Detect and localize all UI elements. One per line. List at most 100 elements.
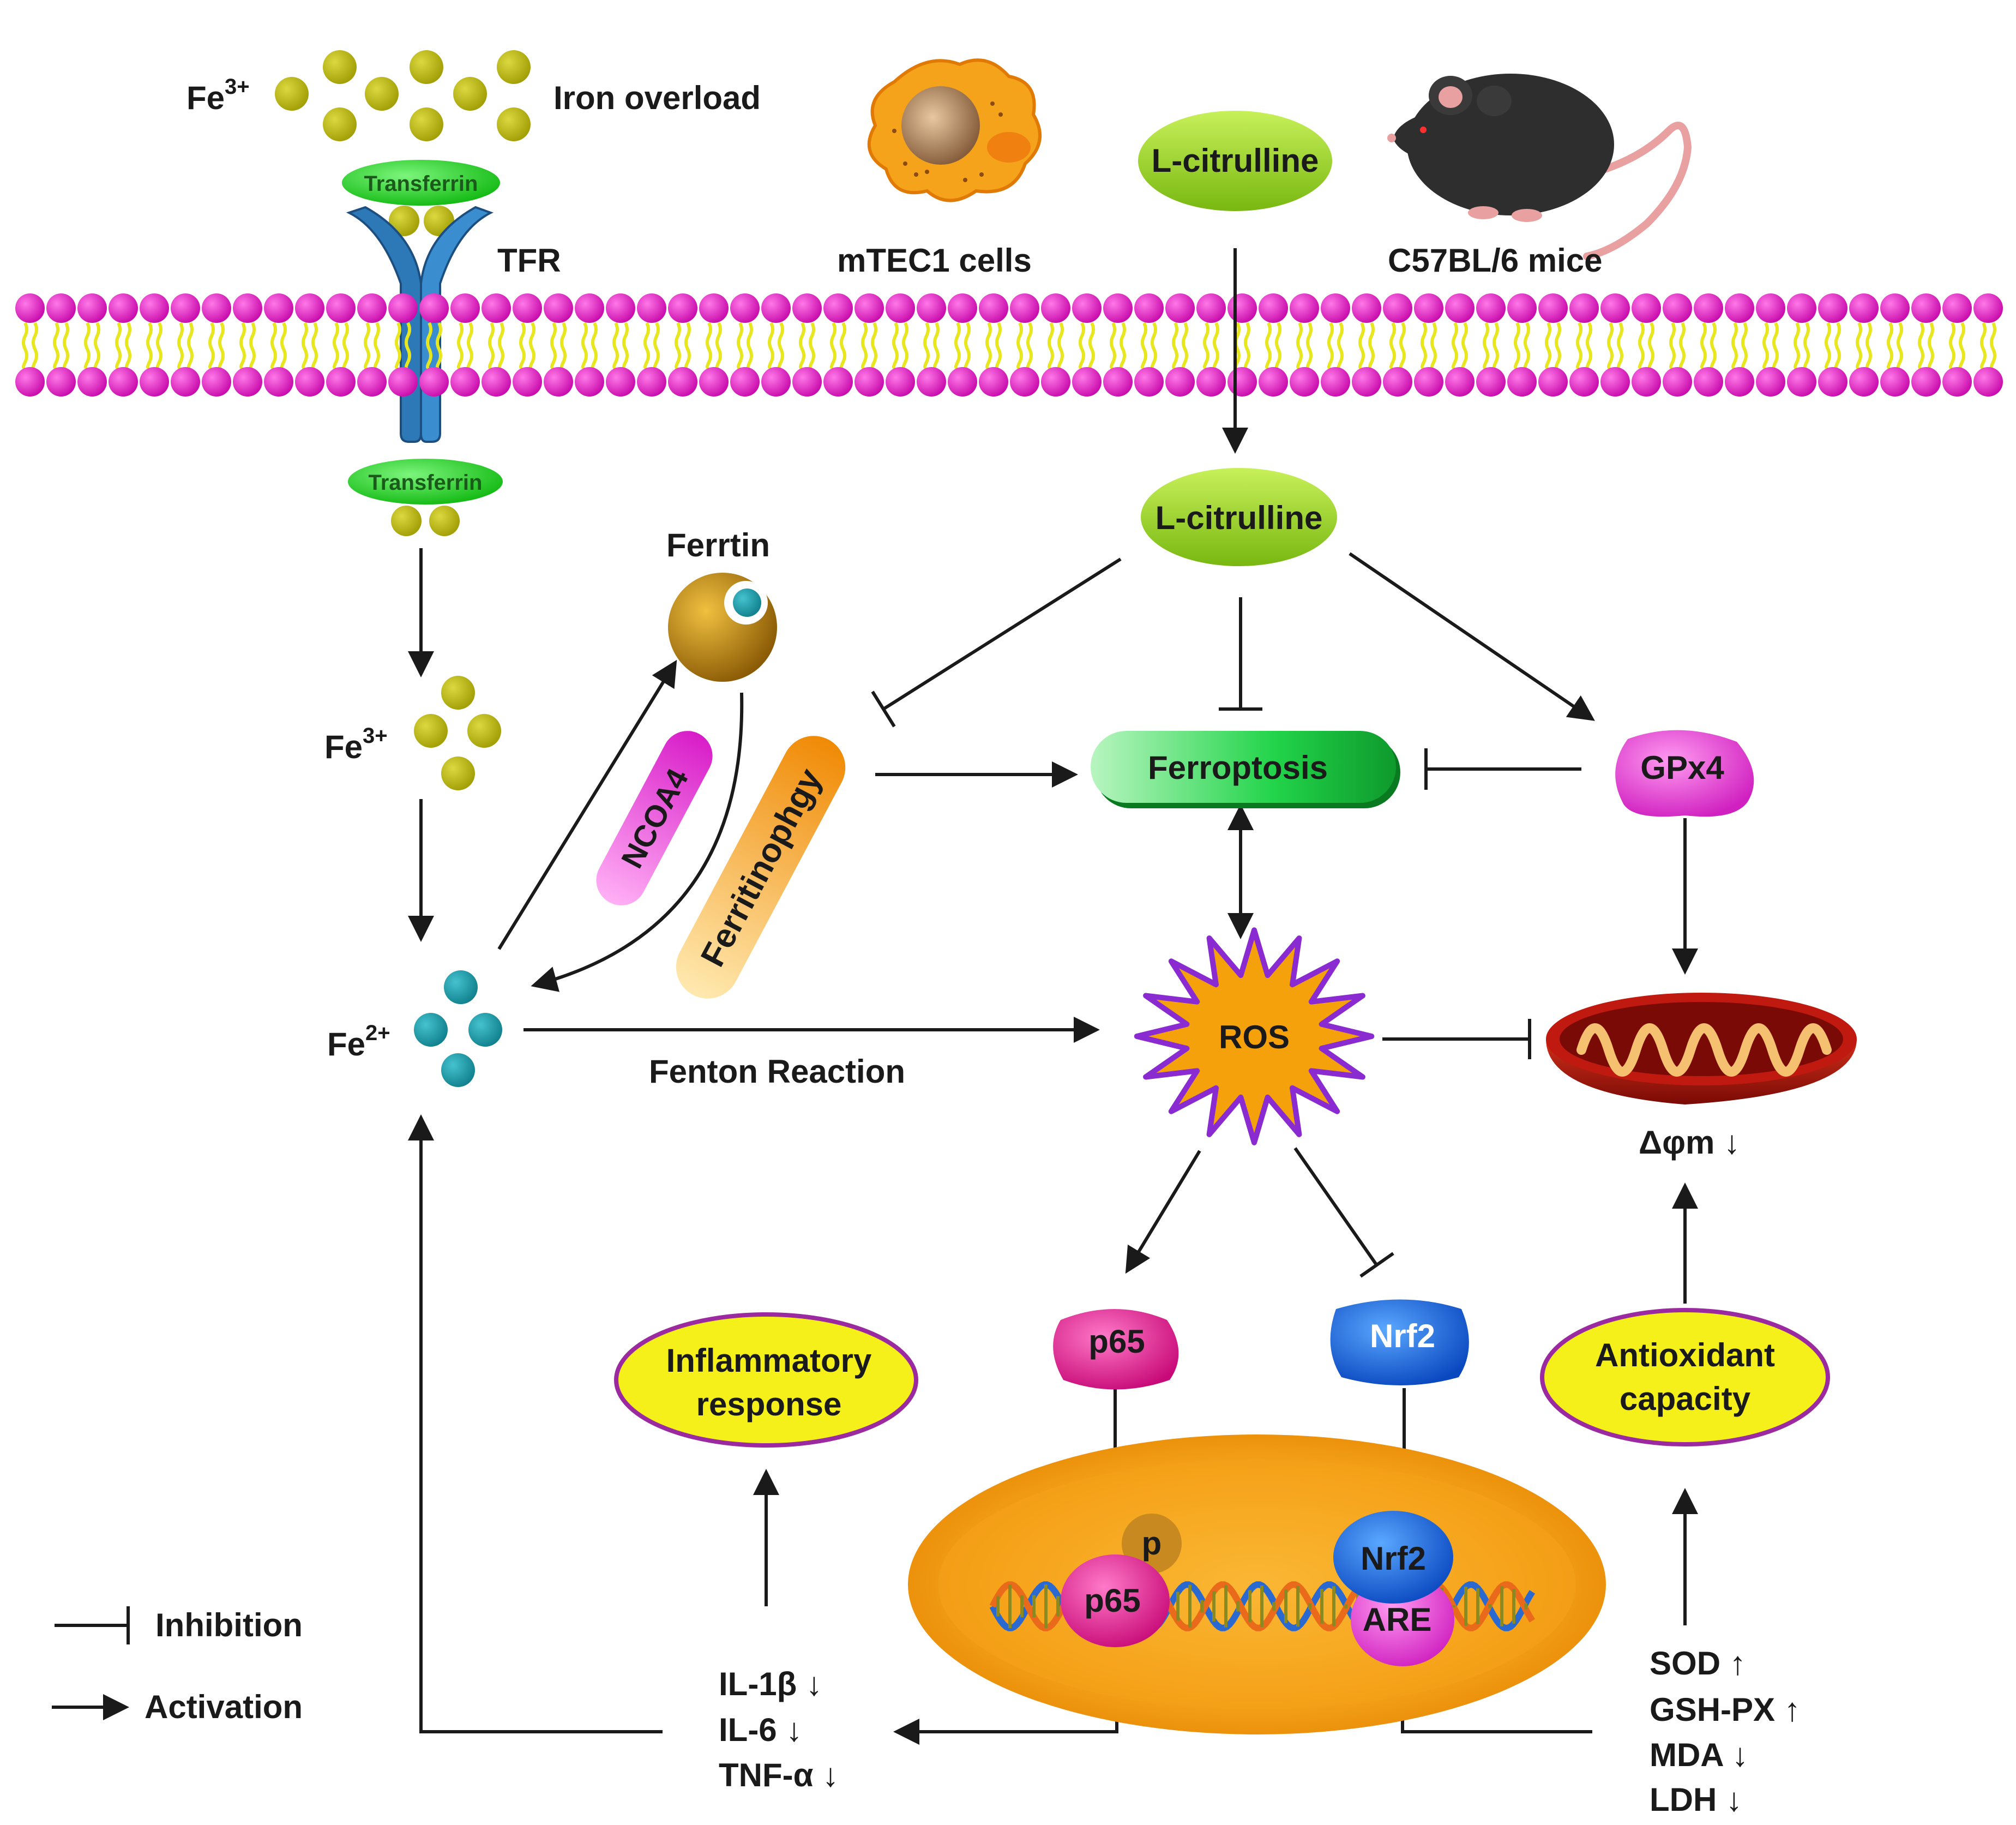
lipid-head [1973,293,2003,323]
tfr-label: TFR [497,242,561,279]
lipid-tail [1887,322,1893,370]
lipid-head [1103,367,1133,397]
lipid-head [1290,293,1319,323]
lipid-head [1196,367,1226,397]
lipid-tail [1452,322,1458,370]
lipid-tail [156,322,163,370]
lipid-head [823,367,853,397]
lipid-tail [1762,322,1769,370]
lipid-head [854,293,884,323]
antioxidant-label-line1: Antioxidant [1595,1337,1775,1373]
lipid-tail [809,322,815,370]
lipid-head [917,293,946,323]
lipid-tail [1430,322,1437,370]
lipid-head [482,293,511,323]
legend-inhibition-label: Inhibition [155,1607,303,1643]
lipid-head [171,367,200,397]
fe3-mid-particles [414,676,501,790]
lipid-head [388,367,418,397]
lipid-tail [1026,322,1033,370]
lipid-head [948,293,977,323]
transferrin-bound-iron-bottom [391,506,460,536]
lipid-head [1321,293,1350,323]
lipid-head [419,367,449,397]
lipid-tail [22,322,28,370]
lipid-tail [675,322,681,370]
lipid-head [295,367,324,397]
nrf2-node [1330,1299,1469,1385]
lipid-tail [1088,322,1095,370]
lipid-tail [706,322,712,370]
lipid-tail [1772,322,1779,370]
lipid-head [730,367,760,397]
transferrin-bottom [348,459,503,505]
marker-item: GSH-PX ↑ [1650,1691,1801,1728]
ros-label: ROS [1219,1019,1290,1055]
gpx4-label: GPx4 [1640,749,1724,786]
lipid-tail [985,322,992,370]
lipid-head [1600,293,1630,323]
lipid-head [1600,367,1630,397]
lipid-head [15,367,45,397]
lipid-tail [591,322,598,370]
lipid-tail [270,322,277,370]
lipid-head [1383,367,1412,397]
delta-psi-label: Δφm ↓ [1639,1124,1740,1161]
p65-node [1053,1309,1179,1390]
inflammatory-response-node [614,1312,918,1448]
antioxidant-label-line2: capacity [1620,1380,1751,1417]
lipid-tail [467,322,473,370]
lipid-tail [311,322,318,370]
lipid-tail [1834,322,1841,370]
lipid-head [202,367,231,397]
lipid-head [15,293,45,323]
lipid-tail [612,322,619,370]
lipid-tail [1141,322,1147,370]
lipid-head [450,367,480,397]
lipid-tail [1794,322,1800,370]
lipid-tail [239,322,246,370]
lipid-tail [1110,322,1116,370]
lipid-head [1507,293,1537,323]
lipid-tail [1275,322,1281,370]
lipid-tail [871,322,877,370]
lipid-head [1259,367,1288,397]
lipid-tail [954,322,961,370]
lipid-head [544,293,573,323]
lipid-tail [1048,322,1054,370]
lipid-head [575,293,604,323]
lipid-head [1942,367,1972,397]
fe3-top-label: Fe3+ [186,75,250,116]
lipid-head [1134,293,1164,323]
lipid-head [1445,293,1475,323]
lipid-head [450,293,480,323]
lipid-head [1010,367,1039,397]
lipid-head [1196,293,1226,323]
inflammatory-label-line1: Inflammatory [666,1342,872,1379]
lipid-tail [1990,322,1996,370]
svg-text:Fe3+: Fe3+ [186,75,250,116]
oxidative-marker-list: SOD ↑ GSH-PX ↑ MDA ↓ LDH ↓ [1650,1645,1801,1818]
lipid-tail [1856,322,1862,370]
lipid-head [264,367,293,397]
lipid-tail [529,322,535,370]
lipid-head [1134,367,1164,397]
lipid-tail [63,322,69,370]
are-label: ARE [1363,1601,1432,1638]
lipid-head [1290,367,1319,397]
lipid-head [295,293,324,323]
lipid-head [1725,293,1754,323]
lipid-head [792,367,822,397]
lipid-tail [622,322,629,370]
lipid-head [1321,367,1350,397]
lipid-tail [964,322,971,370]
lipid-tail [32,322,38,370]
lipid-tail [1545,322,1551,370]
lipid-head [668,293,697,323]
lipid-head [1041,293,1070,323]
cytokine-list: IL-1β ↓ IL-6 ↓ TNF-α ↓ [719,1666,839,1793]
fe2-label: Fe2+ [327,1021,390,1062]
lipid-head [1756,293,1785,323]
lipid-head [699,293,729,323]
transferrin-bottom-label: Transferrin [369,471,483,495]
